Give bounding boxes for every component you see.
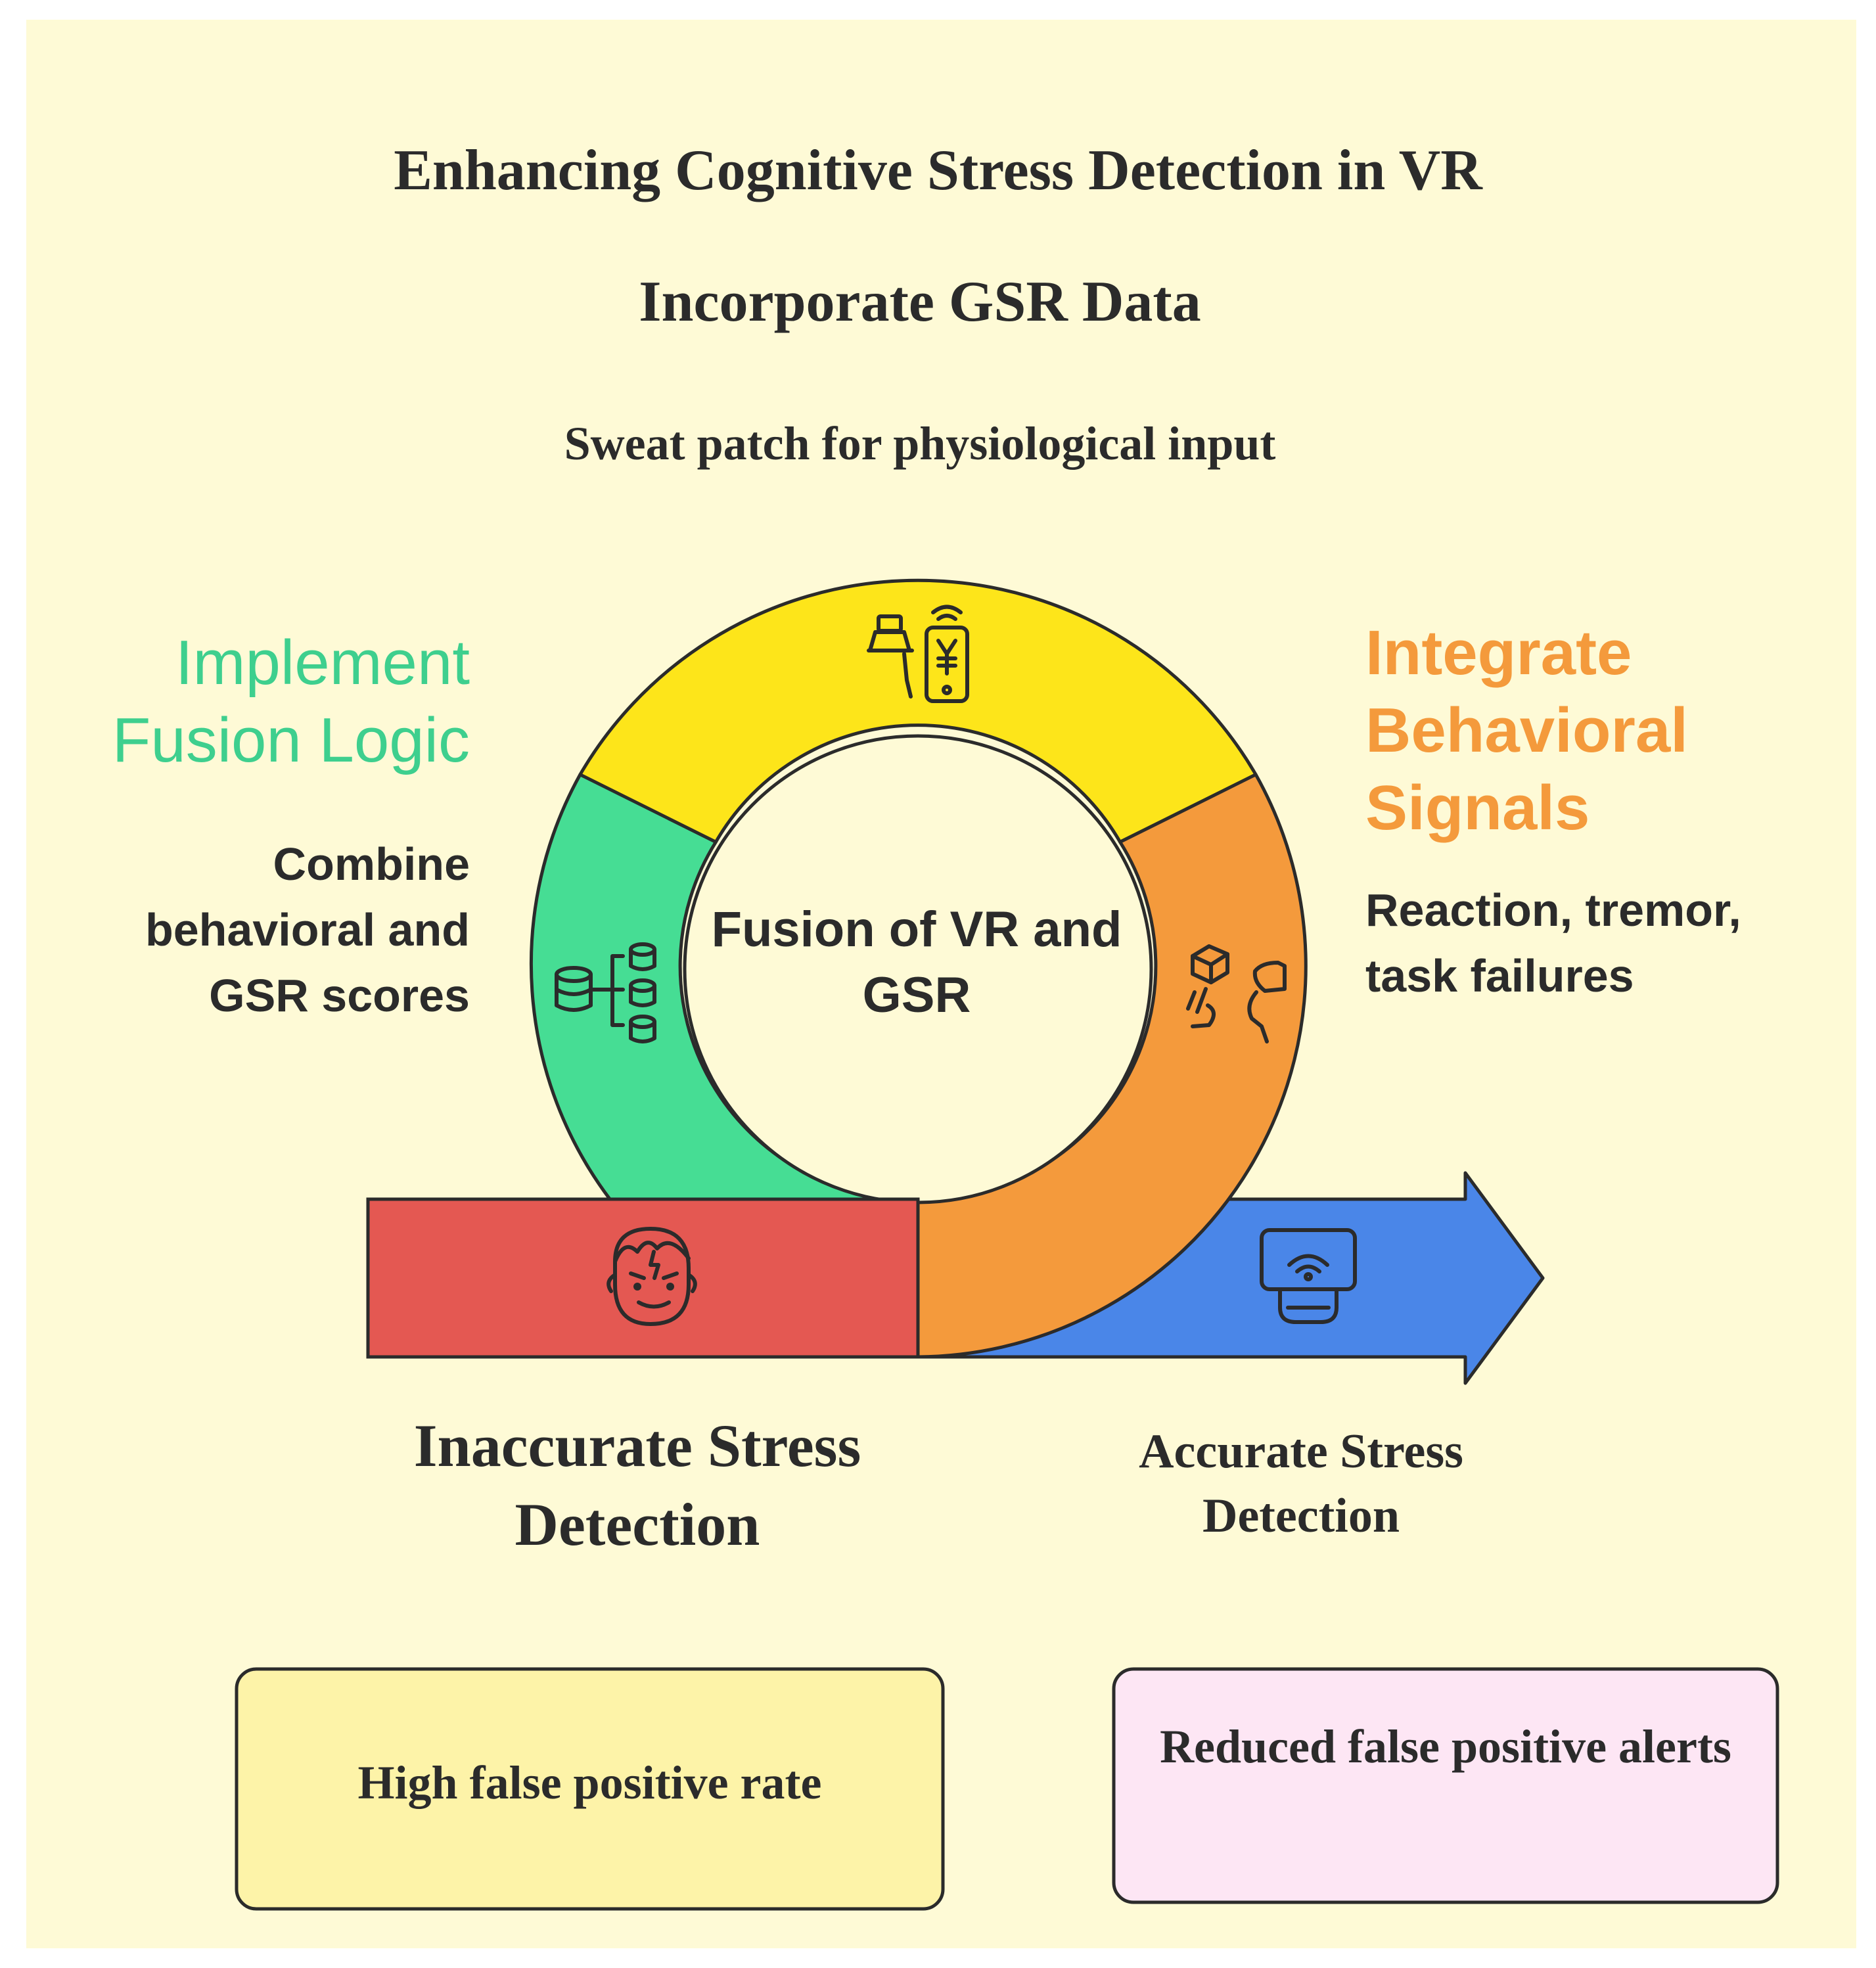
outcome-before-text: High false positive rate [357, 1756, 822, 1809]
outcome-box-before [235, 1667, 945, 1911]
step-implement-description: Combine behavioral and GSR scores [145, 838, 470, 1021]
database-merge-icon [555, 942, 656, 1043]
step-implement-title: Implement Fusion Logic [112, 628, 470, 775]
ring-segment-incorporate [578, 578, 1258, 844]
outcome-after-text: Reduced false positive alerts [1160, 1720, 1731, 1773]
outcome-box-after [1112, 1667, 1779, 1904]
stressed-face-icon [606, 1227, 697, 1326]
ring-segment-integrate [916, 773, 1308, 1359]
vr-headset-icon [1260, 1228, 1357, 1324]
step-incorporate-title: Incorporate GSR Data [639, 270, 1201, 334]
start-state-label: Inaccurate Stress Detection [413, 1412, 861, 1558]
vr-user-interaction-icon [1186, 944, 1287, 1043]
end-state-label: Accurate Stress Detection [1139, 1425, 1463, 1543]
step-integrate-title: Integrate Behavioral Signals [1365, 618, 1688, 843]
step-incorporate-description: Sweat patch for physiological input [564, 417, 1276, 470]
cycle-center-label: Fusion of VR and GSR [711, 902, 1122, 1023]
diagram-title: Enhancing Cognitive Stress Detection in … [394, 139, 1482, 202]
step-integrate-description: Reaction, tremor, task failures [1365, 884, 1741, 1001]
gsr-sensor-phone-icon [867, 605, 969, 703]
